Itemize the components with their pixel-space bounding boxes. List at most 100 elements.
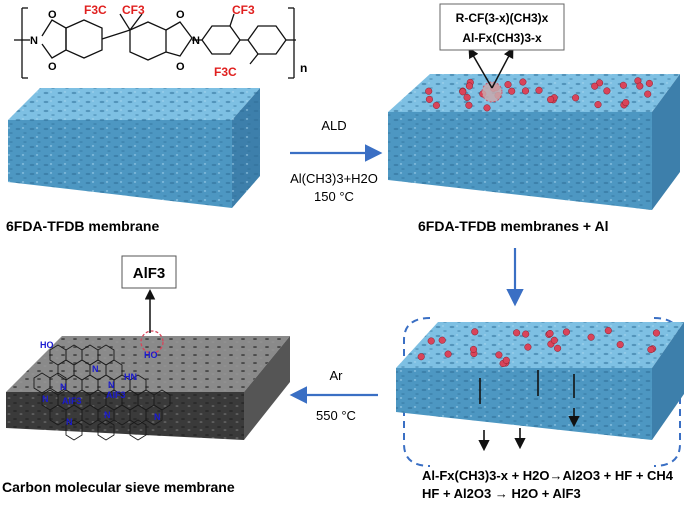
nitrogen-label-f: N (154, 412, 161, 422)
al-site-dot (619, 81, 627, 89)
al-site-dot (554, 344, 562, 352)
al-site-dot (463, 93, 471, 101)
cms-annotations: HO HO HN N N N N N N N AlF3 AlF3 (40, 340, 161, 427)
carbonyl-o-3: O (176, 9, 185, 21)
al-site-dot (425, 87, 433, 95)
ald-temperature: 150 °C (314, 189, 354, 204)
biphenyl-ring-1 (201, 25, 241, 55)
equation-2: HF + Al2O3 → H2O + AlF3 (422, 486, 581, 501)
al-dots-group (417, 327, 660, 368)
al-site-dot (444, 350, 452, 358)
membrane-reacting (396, 322, 684, 452)
carbonyl-o-2: O (48, 61, 57, 73)
imide-ring-right (165, 21, 193, 57)
al-site-dot (495, 351, 503, 359)
al-site-dot (604, 327, 612, 335)
al-site-dot (546, 329, 554, 338)
cms-membrane (6, 336, 290, 441)
al-site-dot (432, 101, 440, 109)
hydroxyl-label-1: HO (40, 340, 54, 350)
al-site-dot (504, 81, 512, 89)
hydroxyl-label-2: HO (144, 350, 158, 360)
al-site-dot (652, 329, 660, 337)
label-membrane-al: 6FDA-TFDB membranes + Al (418, 218, 608, 234)
membrane-with-al (388, 47, 680, 210)
al-site-dot (645, 79, 653, 87)
imide-ring-left (41, 19, 67, 59)
alf3-site-highlight (140, 330, 164, 354)
al-site-dot (591, 82, 599, 90)
al-site-dot (535, 86, 543, 94)
species-al-f: Al-Fx(CH3)3-x (462, 31, 542, 45)
cf3-label-top: CF3 (122, 3, 145, 17)
al-site-dot (572, 94, 580, 102)
amine-label: HN (124, 372, 137, 382)
al-site-dot (522, 330, 530, 338)
al-site-dot (562, 328, 570, 336)
ald-precursors: Al(CH3)3+H2O (290, 171, 378, 186)
al-site-dot (519, 78, 527, 86)
al-site-dot (417, 353, 425, 361)
carbonyl-o-4: O (176, 61, 185, 73)
benzene-ring-1 (65, 19, 103, 59)
benzene-ring-2 (129, 21, 167, 61)
species-r-cf: R-CF(3-x)(CH3)x (456, 11, 549, 25)
al-site-dot (465, 101, 473, 109)
pyrolysis-temperature: 550 °C (316, 408, 356, 423)
membrane-pristine (8, 88, 260, 208)
alf3-box (121, 255, 177, 289)
al-site-dot (427, 337, 435, 345)
nitrogen-label-d: N (42, 394, 49, 404)
f3c-label: F3C (84, 3, 107, 17)
nitrogen-label-g: N (104, 410, 111, 420)
alf3-inline-b: AlF3 (62, 396, 82, 406)
nitrogen-label-b: N (92, 364, 99, 374)
al-site-dot (647, 346, 655, 354)
al-site-dot (483, 104, 491, 112)
al-site-dot (469, 345, 478, 353)
al-site-dot (594, 101, 602, 109)
al-site-dot (616, 341, 624, 349)
al-site-dot (596, 79, 604, 87)
al-site-dot (587, 333, 595, 341)
polymer-structure (14, 7, 296, 79)
cf3-bridge-bond (101, 29, 131, 40)
al-site-dot (603, 87, 611, 95)
al-site-dot (550, 336, 558, 344)
al-site-dot (438, 336, 446, 344)
al-site-dot (513, 329, 521, 337)
ald-label: ALD (321, 118, 346, 133)
al-site-dot (425, 95, 433, 103)
imide-n-left: N (30, 35, 38, 47)
f3c-label-low: F3C (214, 65, 237, 79)
biphenyl-ring-2 (247, 25, 287, 55)
al-site-dot (521, 87, 530, 95)
al-site-dot (644, 90, 652, 98)
highlighted-al-site (481, 81, 503, 103)
al-site-dot (465, 82, 473, 90)
nitrogen-label-a: N (108, 380, 115, 390)
al-site-dot (547, 95, 555, 104)
alf3-inline-a: AlF3 (106, 390, 126, 400)
al-site-dot (524, 343, 532, 351)
equation-1: Al-Fx(CH3)3-x + H2O→Al2O3 + HF + CH4 (422, 468, 674, 483)
carbonyl-o-1: O (48, 9, 57, 21)
al-site-dot (502, 356, 510, 364)
al-site-dot (636, 82, 644, 90)
graphitic-network (33, 344, 171, 441)
al-site-dot (622, 99, 630, 107)
al-site-dot (471, 328, 479, 336)
label-membrane: 6FDA-TFDB membrane (6, 218, 159, 234)
al-site-dot (508, 87, 516, 95)
species-box (439, 3, 565, 51)
al-site-dot (459, 88, 467, 96)
nitrogen-label-e: N (66, 417, 73, 427)
imide-n-right: N (192, 35, 200, 47)
alf3-box-label: AlF3 (133, 265, 166, 282)
cf3-label-right: CF3 (232, 3, 255, 17)
label-cms: Carbon molecular sieve membrane (2, 479, 235, 495)
nitrogen-label-c: N (60, 382, 67, 392)
pyrolysis-gas: Ar (330, 368, 344, 383)
